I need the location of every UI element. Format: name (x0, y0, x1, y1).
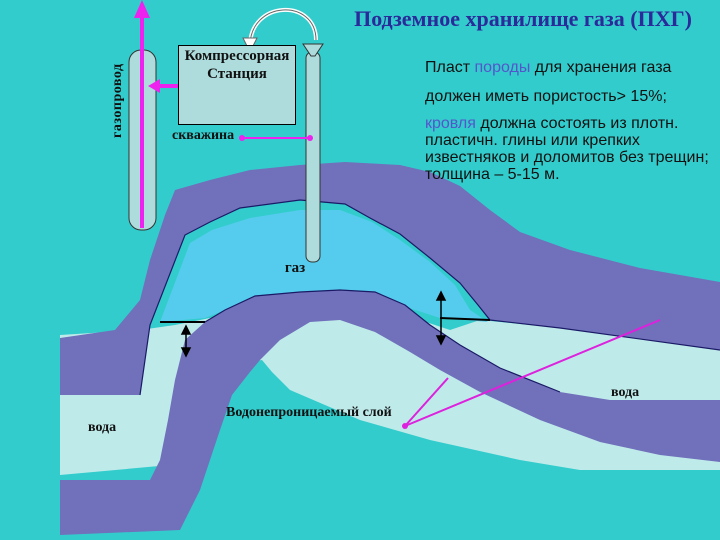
gas-zone (160, 210, 488, 322)
note-line-1: Пласт породы для хранения газа (425, 59, 717, 76)
compressor-station-label: Компрессорная Станция (180, 47, 294, 83)
cap-rock-layer (60, 162, 720, 395)
pipeline-label: газопровод (110, 63, 125, 139)
note-line3-a: кровля (425, 115, 476, 132)
water-label-left: вода (88, 420, 117, 435)
page-title: Подземное хранилище газа (ПХГ) (354, 6, 692, 31)
impermeable-layer-label: Водонепроницаемый слой (226, 405, 392, 420)
impermeable-layer (60, 290, 720, 535)
station-label-line1: Компрессорная (184, 48, 290, 64)
curved-arrow (248, 7, 318, 47)
note-line1-b: породы (474, 59, 531, 76)
note-line1-a: Пласт (425, 59, 475, 76)
thickness-arrow-right (435, 290, 447, 346)
compressor-station (178, 45, 296, 125)
note-line3-b: должна состоять из плотн. пластичн. глин… (425, 115, 709, 183)
station-label-line2: Станция (207, 66, 267, 82)
up-arrow-icon (134, 0, 150, 18)
well-pipe (305, 51, 321, 263)
gas-label: газ (284, 260, 306, 276)
note-line-3: кровля должна состоять из плотн. пластич… (425, 115, 717, 183)
left-arrow-icon (148, 79, 160, 93)
note-line-2: должен иметь пористость> 15%; (425, 88, 667, 105)
note-line1-c: для хранения газа (530, 59, 672, 76)
water-label-right: вода (611, 385, 640, 400)
thickness-arrow-left (180, 324, 192, 358)
well-head (302, 43, 324, 57)
well-label: скважина (172, 128, 235, 143)
